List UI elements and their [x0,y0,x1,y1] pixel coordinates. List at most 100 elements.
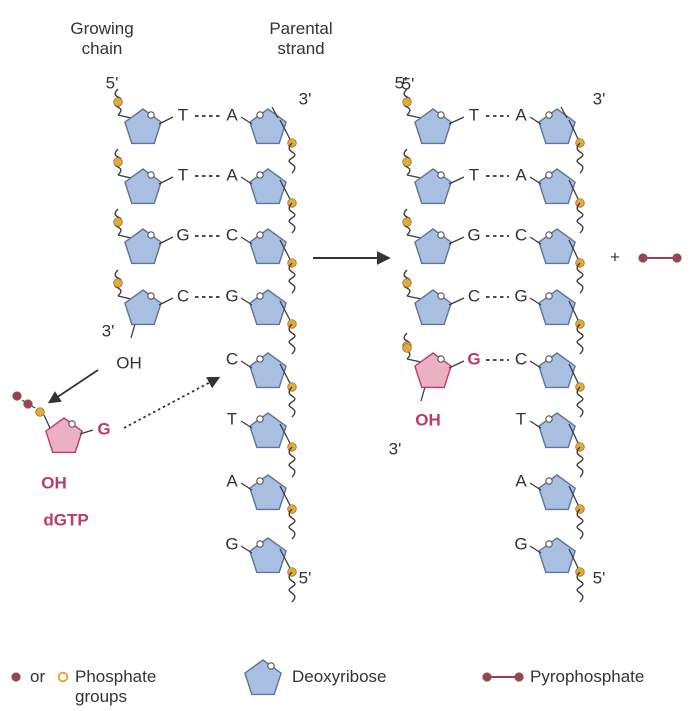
right-parental-sugar-2-ring-oxygen [545,171,553,179]
left-parental-base-4: G [225,286,238,305]
left-growing-link-4 [117,295,132,300]
right-growing-sugar-4 [414,289,452,326]
left-parental-sugar-7-ring [249,474,287,511]
right-growing-link-2 [406,174,422,179]
left-parental-base-link-1 [240,116,253,125]
right-growing-sugar-2 [414,168,452,205]
right-parental-base-2: A [515,165,527,184]
legend-phosphate-label: Phosphate groups [75,667,156,707]
left-growing-base-4: C [177,286,189,305]
right-parental-sugar-5-ring [538,352,576,389]
legend-or-text: or [30,667,46,686]
right-parental-backbone-2 [576,202,584,234]
legend-deoxyribose-icon-ring [244,659,282,696]
right-parental-sugar-6 [538,412,576,449]
left-growing-tail [130,323,136,339]
left-parental-base-link-7 [240,482,253,491]
growing-chain-header-line2: chain [81,39,123,58]
left-growing-phosphate-2 [113,157,123,167]
right-parental-sugar-3 [538,228,576,265]
left-parental-sugar-5 [249,352,287,389]
right-parental-backbone-4 [576,323,584,355]
left-growing-sugar-4 [124,289,162,326]
right-parental-sugar-3-ring [538,228,576,265]
left-parental-sugar-8 [249,537,287,574]
right-growing-sugar-2-ring-oxygen [437,171,445,179]
right-parental-sugar-1-ring [538,108,576,145]
left-growing-sugar-4-ring [124,289,162,326]
left-parental-base-8: G [225,534,238,553]
right-parental-sugar-7-ring-oxygen [545,477,553,485]
left-parental-backbone-7 [288,508,296,540]
right-parental-sugar-4 [538,289,576,326]
right-parental-base-5: C [515,349,527,368]
left-growing-base-link-3 [158,236,174,245]
right-growing-sugar-5 [414,352,452,389]
right-growing-sugar-5-ring [414,352,452,389]
right-parental-sugar-7 [538,474,576,511]
right-parental-base-3: C [515,225,527,244]
right-parental-backbone-5 [576,386,584,418]
left-parental-base-3: C [226,225,238,244]
left-growing-sugar-2-ring-oxygen [147,171,155,179]
right-growing-sugar-5-ring-oxygen [437,355,445,363]
left-parental-3prime: 3' [299,89,312,108]
right-parental-base-link-6 [529,420,542,429]
dgtp-base: G [97,419,110,438]
right-growing-sugar-4-ring-oxygen [437,292,445,300]
attack-arrow [47,369,99,404]
left-parental-sugar-5-ring-oxygen [256,355,264,363]
left-parental-sugar-6-ring-oxygen [256,415,264,423]
right-parental-base-link-3 [529,236,542,245]
right-parental-sugar-8-ring [538,537,576,574]
left-growing-base-link-2 [158,176,174,185]
right-growing-tail [420,386,426,402]
right-growing-link-4 [406,295,422,300]
right-parental-backbone-8 [576,571,584,603]
left-parental-sugar-8-ring-oxygen [256,540,264,548]
dgtp-phosphate-1 [12,391,22,401]
parental-strand-header-line2: strand [277,39,325,58]
right-growing-base-link-1 [448,116,465,125]
left-parental-sugar-4 [249,289,287,326]
legend-deoxyribose-label: Deoxyribose [292,667,387,686]
left-parental-sugar-2-ring-oxygen [256,171,264,179]
dgtp-sugar-ring [45,417,83,454]
left-growing-sugar-2-ring [124,168,162,205]
legend-deoxyribose-icon [244,659,282,696]
dgtp-sugar-link [43,414,51,429]
right-parental-base-link-4 [529,297,542,306]
left-parental-sugar-3-ring-oxygen [256,231,264,239]
right-parental-base-link-8 [529,545,542,554]
right-parental-base-8: G [514,534,527,553]
right-growing-base-2: T [469,165,479,184]
left-parental-sugar-3 [249,228,287,265]
right-parental-sugar-5 [538,352,576,389]
left-parental-sugar-1-ring [249,108,287,145]
left-growing-sugar-3-ring-oxygen [147,231,155,239]
right-growing-sugar-2-ring [414,168,452,205]
dgtp-phosphate-2 [23,399,33,409]
left-parental-sugar-7-ring-oxygen [256,477,264,485]
legend-pyrophosphate-label: Pyrophosphate [530,667,645,686]
dgtp-hydroxyl: OH [41,473,67,492]
right-growing-base-link-5 [448,360,465,369]
left-growing-5prime: 5' [106,73,119,92]
left-parental-sugar-3-ring [249,228,287,265]
legend-phosphate-line1: Phosphate [75,667,157,686]
left-parental-base-link-5 [240,360,253,369]
right-growing-base-3: G [467,225,480,244]
right-parental-sugar-2 [538,168,576,205]
left-growing-base-2: T [178,165,188,184]
left-parental-5prime: 5' [299,568,312,587]
left-parental-sugar-1 [249,108,287,145]
left-parental-base-2: A [226,165,238,184]
legend-deoxyribose-icon-ring-oxygen [267,662,275,670]
right-parental-sugar-6-ring-oxygen [545,415,553,423]
right-parental-sugar-7-ring [538,474,576,511]
right-growing-sugar-3 [414,228,452,265]
right-growing-sugar-1-ring [414,108,452,145]
left-parental-base-link-6 [240,420,253,429]
